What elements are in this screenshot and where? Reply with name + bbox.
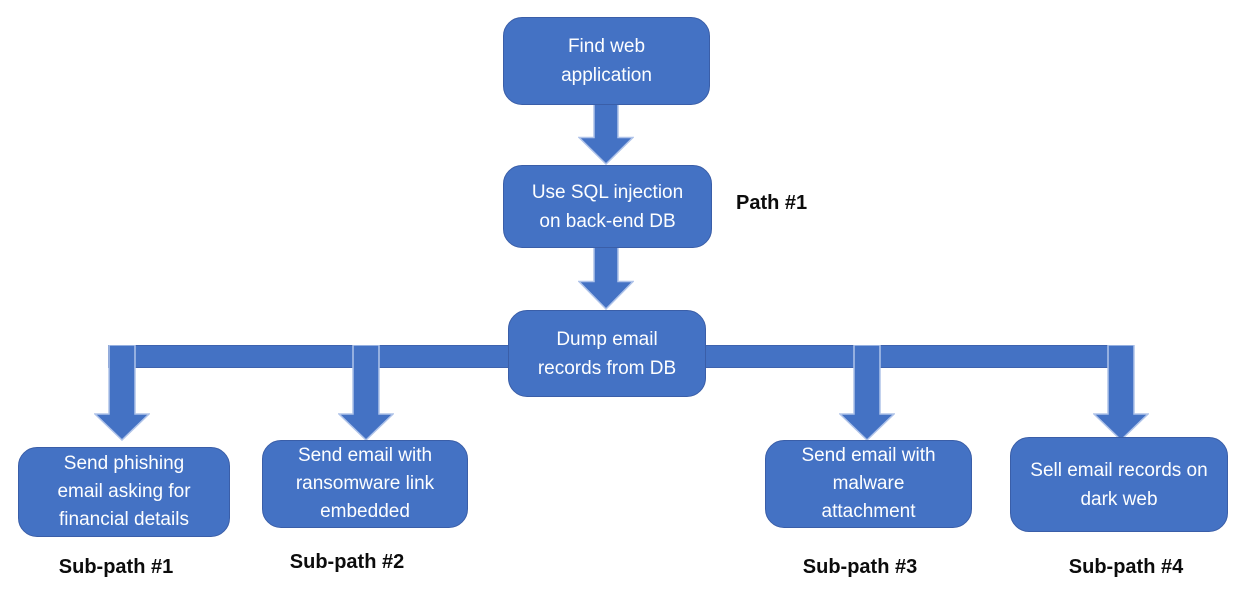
node-dump-email-records: Dump email records from DB [508, 310, 706, 397]
branch-down-arrow-icon [839, 345, 895, 441]
branch-down-arrow-icon [94, 345, 150, 441]
label-sub-path-1: Sub-path #1 [58, 556, 174, 578]
down-arrow-icon [578, 247, 634, 310]
subpath-node-2: Send email with ransomware link embedded [262, 440, 468, 528]
node-find-web-application: Find web application [503, 17, 710, 105]
node-sql-injection: Use SQL injection on back-end DB [503, 165, 712, 248]
label-sub-path-3: Sub-path #3 [802, 556, 918, 578]
label-sub-path-2: Sub-path #2 [289, 551, 405, 573]
branch-down-arrow-icon [338, 345, 394, 441]
down-arrow-icon [578, 104, 634, 165]
label-path-1: Path #1 [736, 192, 808, 214]
subpath-node-1: Send phishing email asking for financial… [18, 447, 230, 537]
subpath-node-3: Send email with malware attachment [765, 440, 972, 528]
label-sub-path-4: Sub-path #4 [1068, 556, 1184, 578]
subpath-node-4: Sell email records on dark web [1010, 437, 1228, 532]
branch-down-arrow-icon [1093, 345, 1149, 441]
